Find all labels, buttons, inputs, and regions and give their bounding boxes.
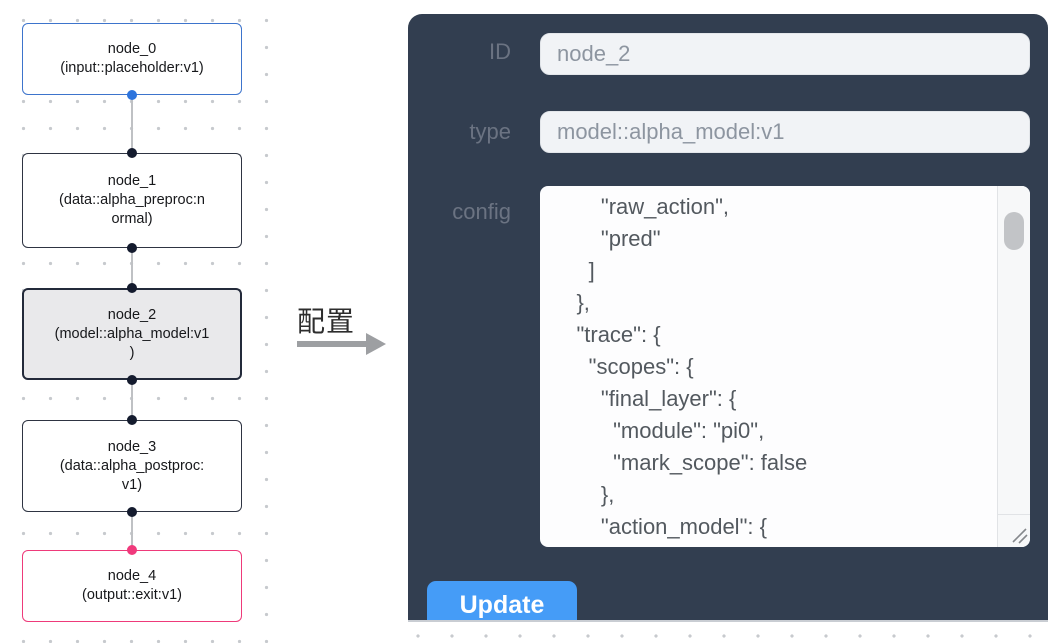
node-type: (data::alpha_postproc: v1) [59,457,205,493]
flow-node-node_1[interactable]: node_1 (data::alpha_preproc:n ormal) [22,153,242,248]
port-node3-in[interactable] [127,415,137,425]
edge-node0-node1 [131,95,133,153]
config-scrollbar-track[interactable] [997,186,1030,547]
edge-node3-node4 [131,512,133,550]
node-name: node_4 [107,568,157,584]
configure-arrow-label: 配置 [297,306,356,337]
config-scrollbar-thumb[interactable] [1004,212,1024,250]
node-type: (input::placeholder:v1) [60,60,204,76]
node-type: (output::exit:v1) [82,587,182,603]
port-node2-in[interactable] [127,283,137,293]
node-name: node_2 [107,306,157,323]
right-arrow-icon [297,333,386,355]
id-input[interactable] [540,33,1030,75]
port-node1-out[interactable] [127,243,137,253]
config-scrollbar-corner [998,514,1030,547]
config-editor: "raw_action", "pred" ] }, "trace": { "sc… [540,186,1030,547]
node-name: node_1 [107,173,157,189]
update-button[interactable]: Update [427,581,577,620]
port-node3-out[interactable] [127,507,137,517]
flow-node-node_4[interactable]: node_4 (output::exit:v1) [22,550,242,622]
port-node1-in[interactable] [127,148,137,158]
flow-node-node_0[interactable]: node_0 (input::placeholder:v1) [22,23,242,95]
port-node2-out[interactable] [127,375,137,385]
flow-node-node_2[interactable]: node_2 (model::alpha_model:v1 ) [22,288,242,380]
config-label: config [452,199,511,224]
resize-handle-icon[interactable] [1010,526,1028,544]
node-type: (model::alpha_model:v1 ) [54,325,210,361]
port-node0-out[interactable] [127,90,137,100]
edge-node2-node3 [131,380,133,420]
type-label: type [469,119,511,144]
edge-node1-node2 [131,248,133,288]
type-input[interactable] [540,111,1030,153]
node-name: node_0 [107,41,157,57]
node-type: (data::alpha_preproc:n ormal) [59,192,205,227]
node-name: node_3 [107,438,157,455]
flow-node-node_3[interactable]: node_3 (data::alpha_postproc: v1) [22,420,242,512]
config-textarea[interactable]: "raw_action", "pred" ] }, "trace": { "sc… [540,186,997,547]
id-label: ID [489,39,511,64]
port-node4-in[interactable] [127,545,137,555]
node-config-panel: ID type config "raw_action", "pred" ] },… [408,14,1048,622]
